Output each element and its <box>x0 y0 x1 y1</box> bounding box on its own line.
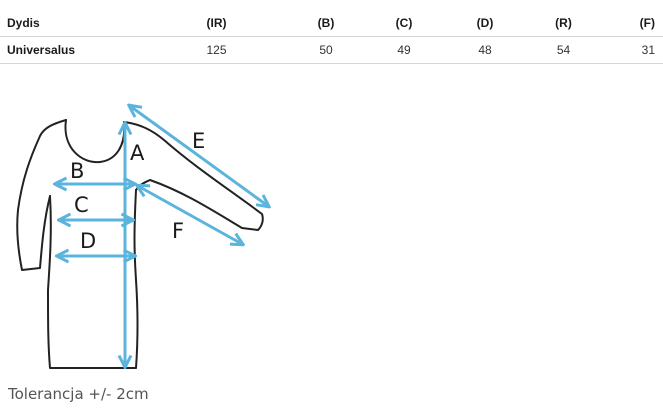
table-header-row: Dydis (IR) (B) (C) (D) (R) (F) <box>0 10 663 37</box>
header-hips: (D) <box>439 10 531 37</box>
table-row: Universalus 125 50 49 48 54 31 <box>0 36 663 64</box>
arrow-f <box>138 186 242 244</box>
size-table: Dydis (IR) (B) (C) (D) (R) (F) Universal… <box>0 10 663 64</box>
tolerance-note: Tolerancja +/- 2cm <box>8 385 149 403</box>
header-bust: (B) <box>283 10 369 37</box>
cell-waist: 49 <box>369 36 439 64</box>
cell-bust: 50 <box>283 36 369 64</box>
label-b: B <box>70 159 84 183</box>
header-sleeve: (R) <box>531 10 596 37</box>
label-d: D <box>80 229 96 253</box>
header-size: Dydis <box>0 10 150 37</box>
measurement-arrows <box>56 106 268 366</box>
dress-measurement-diagram: A B C D E F <box>16 90 300 369</box>
header-waist: (C) <box>369 10 439 37</box>
cell-sleeve: 54 <box>531 36 596 64</box>
left-sleeve-outline <box>16 119 67 271</box>
arrow-e <box>130 106 268 206</box>
label-e: E <box>192 129 205 153</box>
header-length: (IR) <box>150 10 283 37</box>
header-sleeve-width: (F) <box>596 10 663 37</box>
label-a: A <box>130 141 145 165</box>
cell-sleeve-width: 31 <box>596 36 663 64</box>
cell-size: Universalus <box>0 36 150 64</box>
label-f: F <box>172 219 184 243</box>
neckline <box>64 119 126 164</box>
cell-hips: 48 <box>439 36 531 64</box>
label-c: C <box>74 193 89 217</box>
cell-length: 125 <box>150 36 283 64</box>
